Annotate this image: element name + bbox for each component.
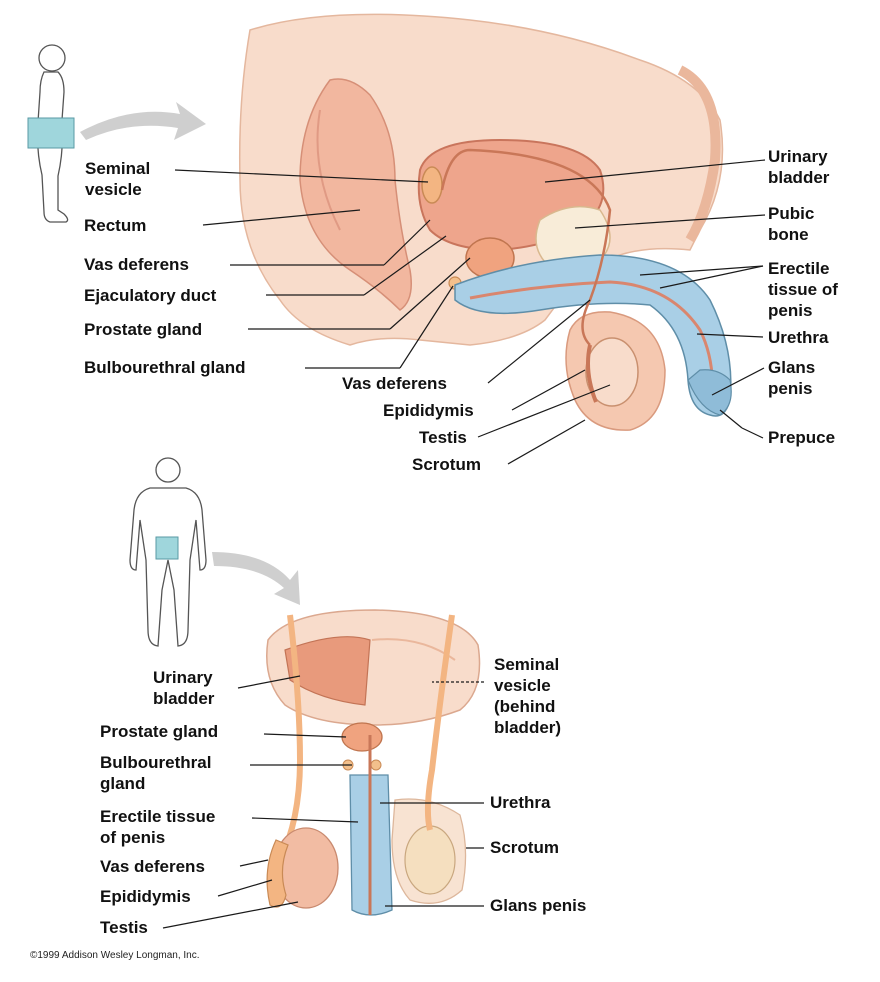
frontal-anatomy: [267, 610, 480, 915]
label-scrotum: Scrotum: [412, 454, 481, 475]
label-testis-frontal: Testis: [100, 917, 148, 938]
label-urinary-bladder: Urinary bladder: [768, 146, 829, 188]
label-seminal-vesicle: Seminal vesicle: [85, 158, 150, 200]
label-prepuce: Prepuce: [768, 427, 835, 448]
label-prostate-gland-frontal: Prostate gland: [100, 721, 218, 742]
label-urethra: Urethra: [768, 327, 828, 348]
label-ejaculatory-duct: Ejaculatory duct: [84, 285, 216, 306]
label-erectile-tissue: Erectile tissue of penis: [768, 258, 838, 321]
front-region-highlight: [156, 537, 178, 559]
label-vas-deferens: Vas deferens: [84, 254, 189, 275]
label-seminal-vesicle-frontal: Seminal vesicle (behind bladder): [494, 654, 561, 738]
label-vas-deferens-bottom: Vas deferens: [342, 373, 447, 394]
side-region-highlight: [28, 118, 74, 148]
label-glans-penis: Glans penis: [768, 357, 815, 399]
label-bulbourethral-gland-frontal: Bulbourethral gland: [100, 752, 211, 794]
label-vas-deferens-frontal: Vas deferens: [100, 856, 205, 877]
label-scrotum-frontal: Scrotum: [490, 837, 559, 858]
label-pubic-bone: Pubic bone: [768, 203, 814, 245]
copyright-notice: ©1999 Addison Wesley Longman, Inc.: [30, 950, 200, 961]
label-glans-penis-frontal: Glans penis: [490, 895, 586, 916]
pointer-arrow-bottom: [212, 552, 300, 605]
label-urethra-frontal: Urethra: [490, 792, 550, 813]
label-bulbourethral-gland: Bulbourethral gland: [84, 357, 246, 378]
label-erectile-tissue-frontal: Erectile tissue of penis: [100, 806, 215, 848]
label-testis: Testis: [419, 427, 467, 448]
label-prostate-gland: Prostate gland: [84, 319, 202, 340]
label-rectum: Rectum: [84, 215, 146, 236]
glans-shape: [688, 370, 731, 415]
label-epididymis: Epididymis: [383, 400, 474, 421]
seminal-vesicle-shape: [422, 167, 442, 203]
prostate-frontal-shape: [342, 723, 382, 751]
label-urinary-bladder-frontal: Urinary bladder: [153, 667, 214, 709]
label-epididymis-frontal: Epididymis: [100, 886, 191, 907]
pointer-arrow-top: [80, 102, 206, 140]
